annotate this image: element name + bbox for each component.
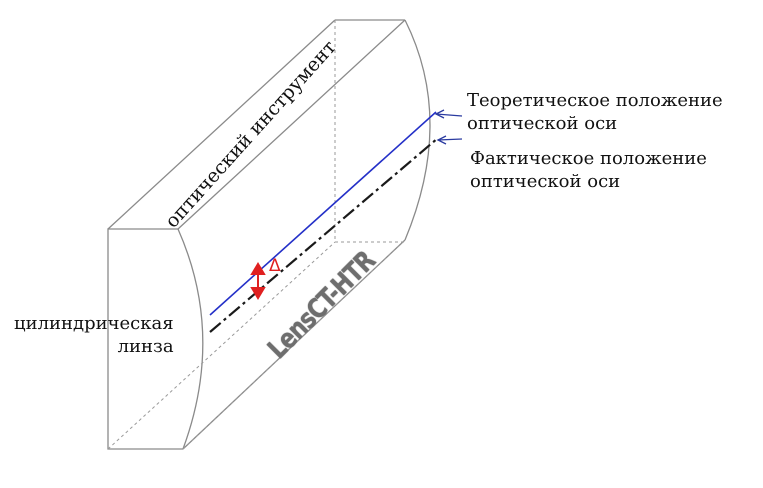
top-front-edge <box>177 19 406 230</box>
delta-label: Δ <box>269 256 281 276</box>
top-back-edge <box>107 19 336 230</box>
prism-outline <box>107 19 431 450</box>
far-curved-edge <box>404 19 431 241</box>
near-curved-edge <box>177 228 204 450</box>
left-face-edge <box>107 228 183 450</box>
theoretical-axis-label: Теоретическое положение оптической оси <box>467 89 723 135</box>
actual-axis-label-line2: оптической оси <box>470 171 621 192</box>
actual-axis-label-line1: Фактическое положение <box>470 148 707 169</box>
actual-pointer-line <box>437 138 463 141</box>
theoretical-axis-line <box>209 111 437 316</box>
actual-axis-label: Фактическое положение оптической оси <box>470 147 707 193</box>
delta-arrow <box>250 262 266 300</box>
actual-pointer-head <box>436 135 447 145</box>
theoretical-axis-label-line2: оптической оси <box>467 113 618 134</box>
cylindrical-lens-label-line1: цилиндрическая <box>14 313 174 334</box>
pointer-arrows <box>434 109 463 145</box>
hidden-edges <box>107 20 406 450</box>
cylindrical-lens-label: цилиндрическая линза <box>14 312 174 358</box>
delta-arrow-bottom-head <box>250 287 266 300</box>
delta-arrow-top-head <box>250 262 266 275</box>
cylindrical-lens-label-line2: линза <box>117 336 174 357</box>
hidden-lower-diagonal <box>182 239 406 450</box>
theoretical-axis-label-line1: Теоретическое положение <box>467 90 723 111</box>
theoretical-pointer-line <box>435 113 463 117</box>
theoretical-pointer-head <box>434 109 445 119</box>
